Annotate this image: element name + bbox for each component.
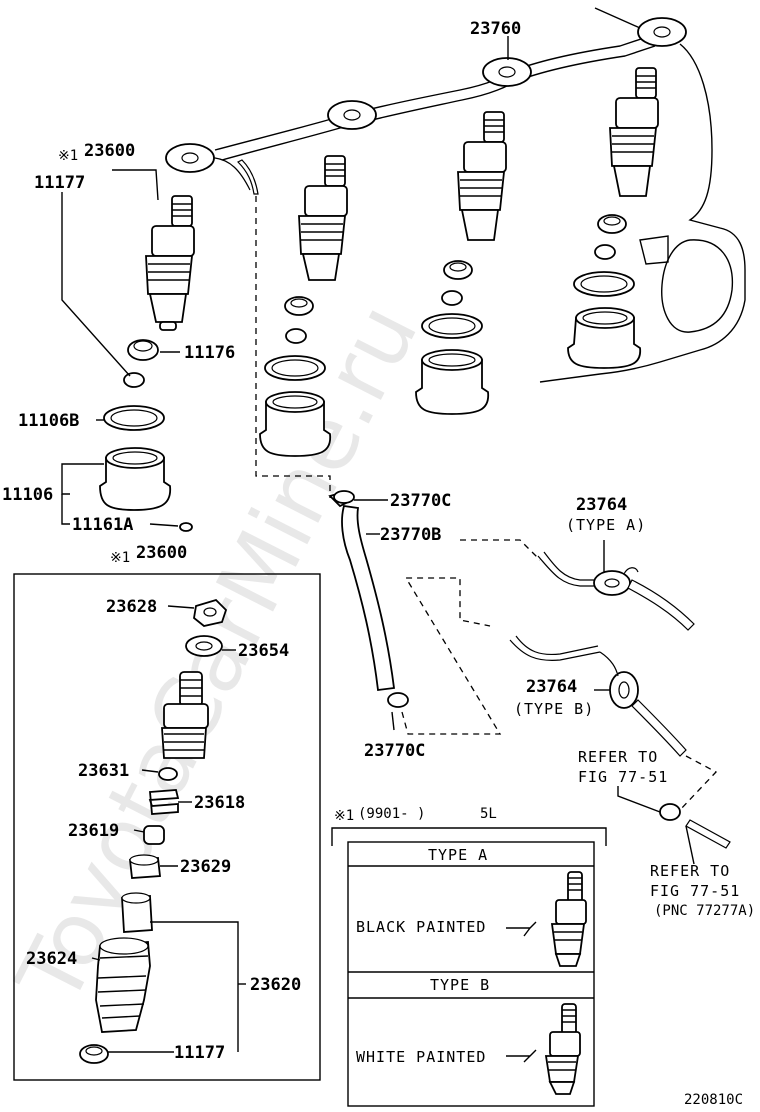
variant-code: 5L: [480, 806, 497, 822]
label-11177-top: 11177: [34, 173, 85, 193]
leader-lines-top-left: [61, 36, 509, 527]
label-23628: 23628: [106, 597, 157, 617]
type-b-header: TYPE B: [430, 976, 490, 994]
label-23654: 23654: [238, 641, 289, 661]
return-path-dashed: [255, 196, 541, 735]
refer-items: [617, 755, 731, 865]
nozzle-breakdown-parts: [79, 598, 228, 1064]
nozzle-4: [609, 67, 659, 197]
nozzle-1: [145, 195, 195, 331]
seals-column-1: [99, 339, 193, 532]
label-23600-top: 23600: [84, 141, 135, 161]
label-23629: 23629: [180, 857, 231, 877]
label-23631: 23631: [78, 761, 129, 781]
label-23770B: 23770B: [380, 525, 441, 545]
type-a-header: TYPE A: [428, 846, 488, 864]
label-11161A: 11161A: [72, 515, 133, 535]
injection-pipe-23760: [165, 17, 687, 195]
label-23600-box-mark: ※1: [110, 550, 130, 566]
variant-mark: ※1: [334, 808, 354, 824]
label-type-b-paren: (TYPE B): [514, 700, 594, 718]
label-23619: 23619: [68, 821, 119, 841]
label-23764-type-b: 23764: [526, 677, 577, 697]
clip-23770C-bottom: [387, 692, 409, 708]
drawing-id: 220810C: [684, 1092, 743, 1108]
nozzle-body-23624: [95, 941, 151, 1033]
nozzle-3: [457, 111, 507, 241]
type-a-note: BLACK PAINTED: [356, 918, 486, 936]
label-11106B: 11106B: [18, 411, 79, 431]
cylinder-head-outline: [539, 7, 746, 383]
refer-2-line-2: FIG 77-51: [650, 882, 740, 900]
seals-column-4: [567, 214, 641, 369]
variant-box: [331, 827, 607, 1107]
seals-column-2: [259, 296, 331, 457]
type-b-note: WHITE PAINTED: [356, 1048, 486, 1066]
label-11177-bottom: 11177: [174, 1043, 225, 1063]
label-23620: 23620: [250, 975, 301, 995]
nozzle-breakdown-box: [13, 573, 321, 1081]
type-b-nozzle: [544, 1003, 581, 1095]
seals-column-3: [415, 260, 489, 415]
clip-23770C-top: [333, 490, 355, 504]
variant-range: (9901- ): [358, 806, 425, 822]
label-23600-top-mark: ※1: [58, 148, 78, 164]
label-23760: 23760: [470, 19, 521, 39]
refer-clip: [659, 803, 681, 821]
label-23618: 23618: [194, 793, 245, 813]
refer-2-line-1: REFER TO: [650, 862, 730, 880]
leader-lines-box: [91, 605, 246, 1053]
label-23624: 23624: [26, 949, 77, 969]
label-23764-type-a: 23764: [576, 495, 627, 515]
refer-2-line-3: (PNC 77277A): [654, 903, 755, 919]
label-11176: 11176: [184, 343, 235, 363]
pipe-23764-type-a: [537, 540, 695, 631]
label-23600-box: 23600: [136, 543, 187, 563]
pipe-23764-type-b: [509, 635, 687, 757]
refer-1-line-1: REFER TO: [578, 748, 658, 766]
label-type-a-paren: (TYPE A): [566, 516, 646, 534]
hose-23770B: [328, 490, 409, 731]
shim-23619: [143, 825, 165, 845]
refer-1-line-2: FIG 77-51: [578, 768, 668, 786]
ring-23631: [158, 767, 178, 781]
nozzle-2: [298, 155, 348, 281]
label-23770C-bottom: 23770C: [364, 741, 425, 761]
spring-23618: [148, 789, 180, 815]
type-a-nozzle: [550, 871, 587, 967]
label-23770C-top: 23770C: [390, 491, 451, 511]
label-11106: 11106: [2, 485, 53, 505]
